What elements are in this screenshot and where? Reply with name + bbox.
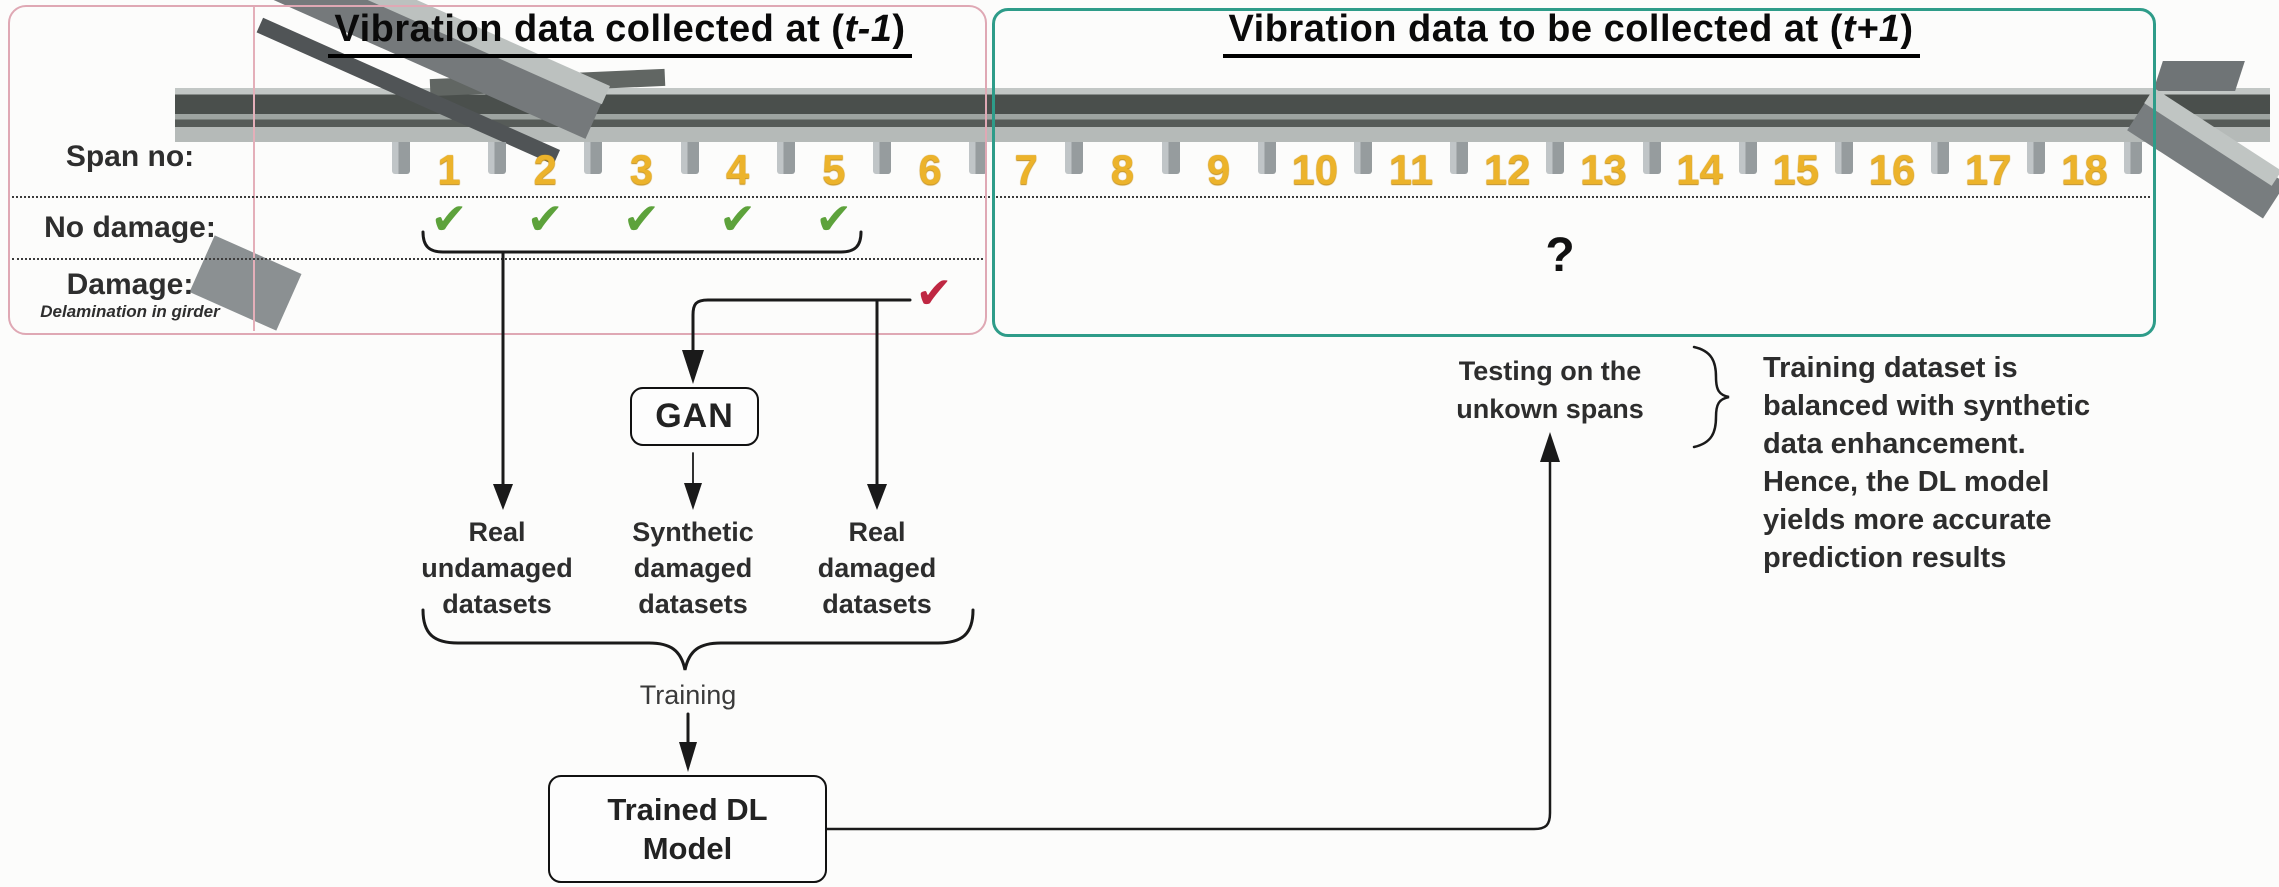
note-paragraph: Training dataset is balanced with synthe… [1763,349,2173,577]
dataset-line: Real [468,517,526,547]
span-number-2: 2 [533,146,557,193]
bridge-pier [873,142,891,174]
note-line: balanced with synthetic [1763,390,2091,422]
right-title-suffix: ) [1900,8,1914,50]
gan-label: GAN [655,397,734,435]
dataset-line: damaged [633,553,753,583]
bridge-pier [969,142,988,174]
bridge-pier [1738,142,1757,174]
left-title-prefix: Vibration data collected at ( [334,8,845,50]
bridge-pier [1257,142,1276,174]
damage-check-span-6: ✔ [915,269,953,318]
right-title-variable: t+1 [1842,8,1901,50]
brace-testing [1692,345,1730,449]
bridge-pier [2123,142,2142,174]
bridge-pier [1546,142,1565,174]
bridge-pier [680,142,699,174]
note-line: Training dataset is [1763,352,2018,384]
span-number-1: 1 [437,146,461,193]
no-damage-check-span-4: ✔ [719,195,757,244]
no-damage-check-span-1: ✔ [430,195,468,244]
span-number-17: 17 [1964,146,2012,193]
left-title-suffix: ) [892,8,906,50]
unknown-question-mark: ? [1545,229,1575,282]
no-damage-check-span-5: ✔ [815,195,853,244]
row-divider-nodamage-damage [12,258,983,260]
dataset-line: Synthetic [632,517,754,547]
dataset-line: undamaged [421,553,573,583]
trained-dl-model-node: Trained DL Model [548,775,827,883]
span-number-13: 13 [1580,146,1627,193]
gan-node: GAN [630,387,759,446]
dl-model-line: Model [642,831,733,866]
dataset-line: datasets [442,589,552,619]
row-label-span-no: Span no: [65,140,195,173]
left-panel-title: Vibration data collected at (t-1) [255,8,985,58]
span-number-16: 16 [1868,146,1916,193]
note-line: prediction results [1763,542,2007,574]
bridge-pier [1835,142,1853,174]
span-number-4: 4 [725,146,750,193]
span-number-12: 12 [1483,146,1531,193]
bridge-pier [1642,142,1661,174]
right-panel-title: Vibration data to be collected at (t+1) [992,8,2150,58]
span-number-11: 11 [1388,146,1434,193]
span-number-8: 8 [1110,146,1135,193]
note-line: yields more accurate [1763,504,2052,536]
bridge-pier [1161,142,1180,174]
bridge-pier [776,142,795,174]
dataset-line: Real [848,517,906,547]
bridge-pier [1931,142,1950,174]
arrowhead-testing-up [1540,432,1560,462]
span-number-7: 7 [1014,146,1038,193]
dataset-line: damaged [817,553,937,583]
span-number-18: 18 [2061,146,2108,193]
span-number-6: 6 [918,146,942,193]
no-damage-check-span-3: ✔ [622,195,660,244]
dataset-label-real-damaged: Real damaged datasets [777,514,977,622]
arrowhead-real-damaged [867,484,887,510]
testing-label: Testing on the unkown spans [1405,352,1695,428]
dl-model-line: Trained DL [607,792,768,827]
arrow-to-gan-line [691,298,912,352]
span-number-10: 10 [1291,146,1339,193]
span-number-15: 15 [1772,146,1820,193]
bridge-pier [488,142,507,174]
arrowhead-gan-output [684,483,702,510]
bridge-pier [1065,142,1084,174]
arrowhead-real-undamaged [493,484,513,510]
right-title-prefix: Vibration data to be collected at ( [1228,8,1843,50]
bridge-pier [584,142,603,174]
dataset-label-synthetic-damaged: Synthetic damaged datasets [593,514,793,622]
arrowhead-gan-input [682,350,704,384]
label-column-divider [253,6,255,331]
bridge-pier [392,142,410,174]
bridge-right-parapet [2153,61,2245,91]
span-number-3: 3 [629,146,654,193]
testing-line: Testing on the [1458,356,1642,386]
row-label-damage: Damage: [66,268,194,301]
no-damage-check-span-2: ✔ [526,195,564,244]
row-label-no-damage: No damage: [44,211,216,244]
dataset-line: datasets [638,589,748,619]
row-divider-span-nodamage [12,196,2150,198]
span-number-14: 14 [1676,146,1723,193]
bridge-pier [1450,142,1469,174]
note-line: data enhancement. [1763,428,2026,460]
left-title-variable: t-1 [844,8,893,50]
row-label-damage-note: Delamination in girder [40,302,220,321]
testing-line: unkown spans [1456,394,1644,424]
bridge-pier [1354,142,1372,174]
span-number-5: 5 [822,146,846,193]
dataset-line: datasets [822,589,932,619]
dataset-label-real-undamaged: Real undamaged datasets [397,514,597,622]
training-label: Training [639,680,737,710]
note-line: Hence, the DL model [1763,466,2050,498]
arrowhead-training [679,742,697,772]
span-number-9: 9 [1206,146,1231,193]
bridge-pier [2027,142,2046,174]
